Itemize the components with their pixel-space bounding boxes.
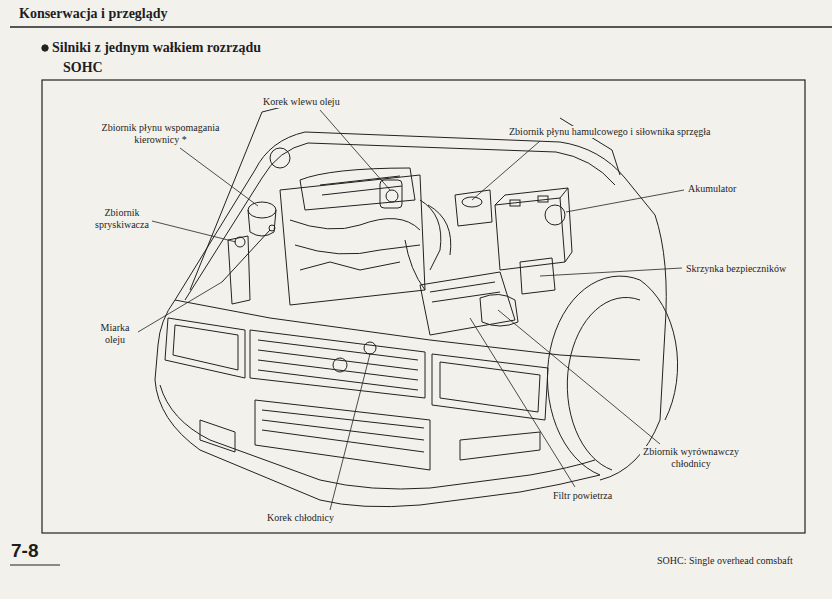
part-label: Miarka oleju — [92, 322, 138, 345]
engine-type: SOHC — [62, 60, 104, 76]
footnote: SOHC: Single overhead comsbaft — [656, 555, 794, 567]
page-header: Konserwacja i przeglądy — [18, 6, 169, 22]
part-label: Filtr powietrza — [552, 490, 613, 502]
part-label: Korek wlewu oleju — [262, 96, 341, 108]
part-label: Korek chłodnicy — [266, 512, 335, 524]
part-label: Zbiornik spryskiwacza — [92, 207, 152, 230]
section-heading: Silniki z jednym wałkiem rozrządu — [51, 40, 262, 56]
page-number: 7-8 — [10, 540, 39, 562]
part-label: Skrzynka bezpieczników — [685, 263, 787, 275]
leader-lines — [138, 110, 684, 510]
part-label: Akumulator — [687, 183, 737, 195]
part-label: Zbiornik płynu wspomagania kierownicy * — [92, 122, 229, 145]
part-label: Zbiornik wyrównawczy chłodnicy — [640, 446, 742, 469]
part-label: Zbiornik płynu hamulcowego i siłownika s… — [508, 126, 711, 138]
